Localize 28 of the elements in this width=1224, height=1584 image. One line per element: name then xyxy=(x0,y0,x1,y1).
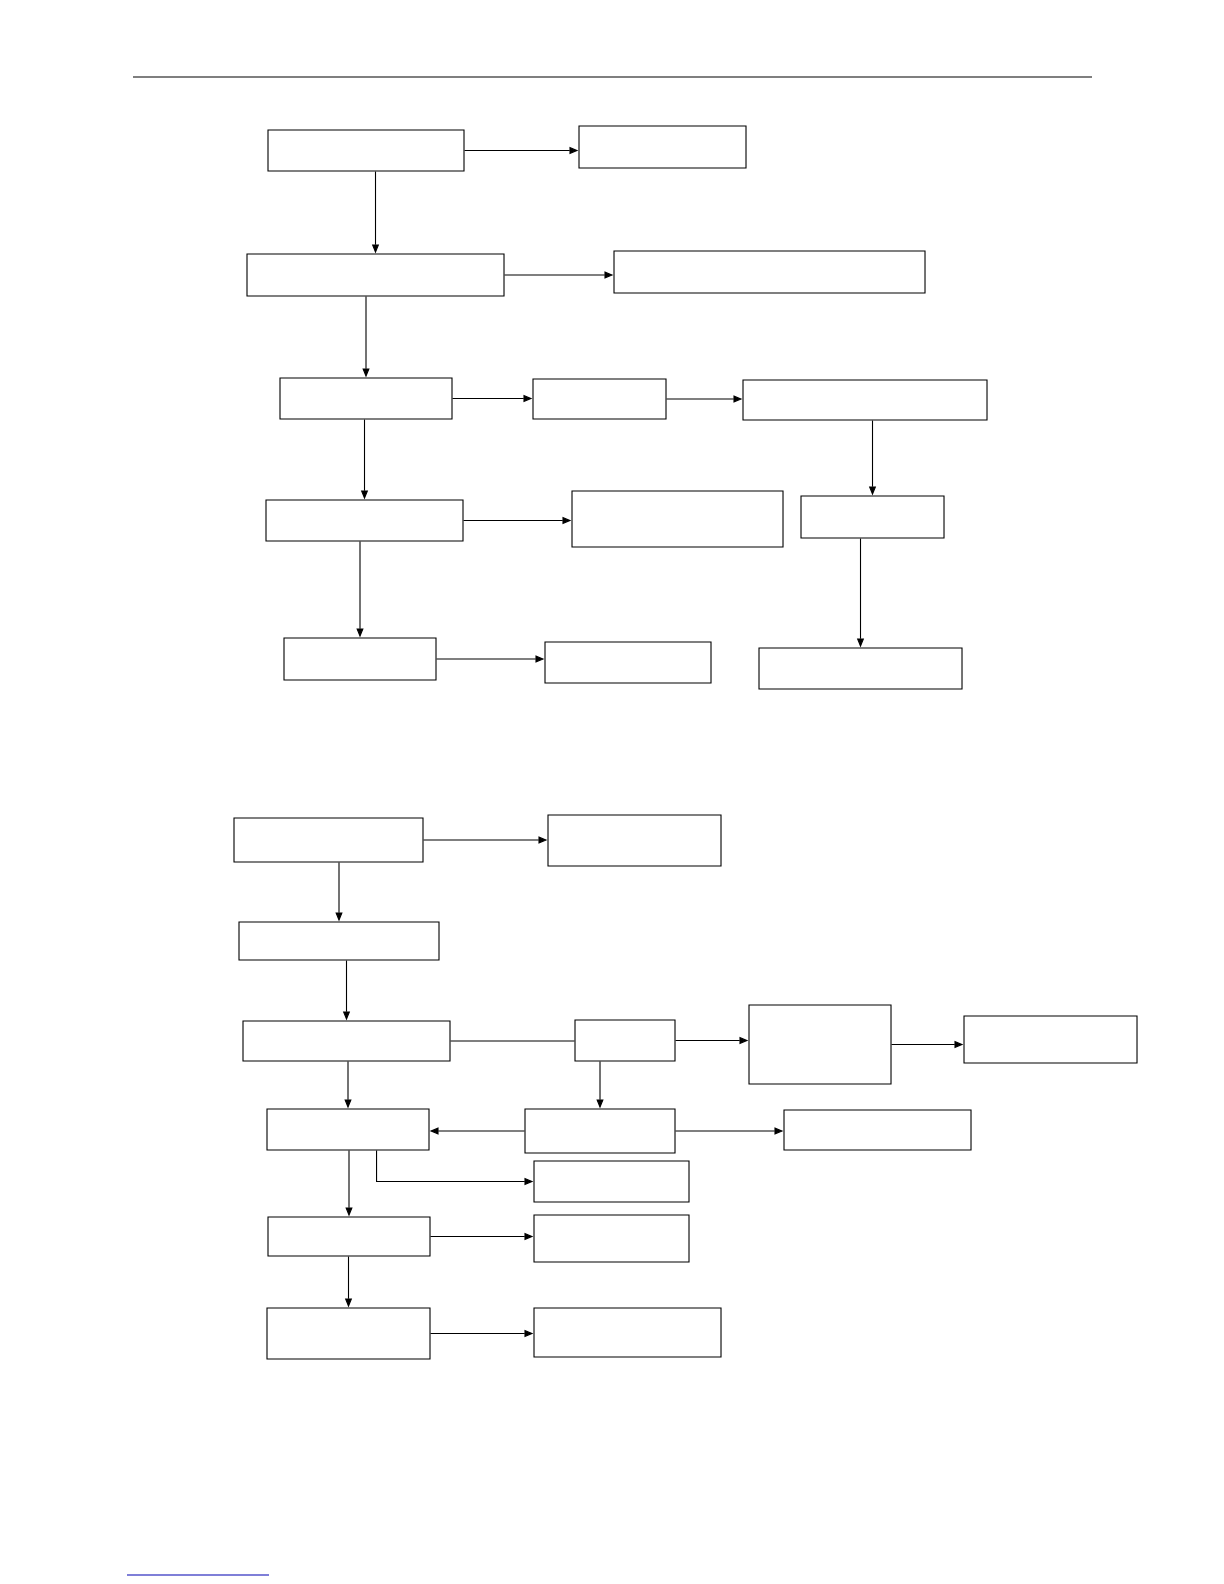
process-box xyxy=(233,817,424,863)
process-box xyxy=(547,814,722,867)
process-box xyxy=(267,1216,431,1257)
process-box xyxy=(783,1109,972,1151)
process-box xyxy=(283,637,437,681)
process-box xyxy=(758,647,963,690)
process-box xyxy=(266,1108,430,1151)
process-box xyxy=(524,1108,676,1154)
process-box xyxy=(742,379,988,421)
process-box xyxy=(963,1015,1138,1064)
process-box xyxy=(279,377,453,420)
process-box xyxy=(533,1307,722,1358)
process-box xyxy=(246,253,505,297)
process-box xyxy=(748,1004,892,1085)
process-box xyxy=(800,495,945,539)
process-box xyxy=(533,1214,690,1263)
process-box xyxy=(544,641,712,684)
process-box xyxy=(613,250,926,294)
process-box xyxy=(533,1160,690,1203)
process-box xyxy=(238,921,440,961)
process-box xyxy=(242,1020,451,1062)
process-box xyxy=(578,125,747,169)
process-box xyxy=(532,378,667,420)
process-box xyxy=(571,490,784,548)
process-box xyxy=(267,129,465,172)
process-box xyxy=(574,1019,676,1062)
process-box xyxy=(265,499,464,542)
process-box xyxy=(266,1307,431,1360)
